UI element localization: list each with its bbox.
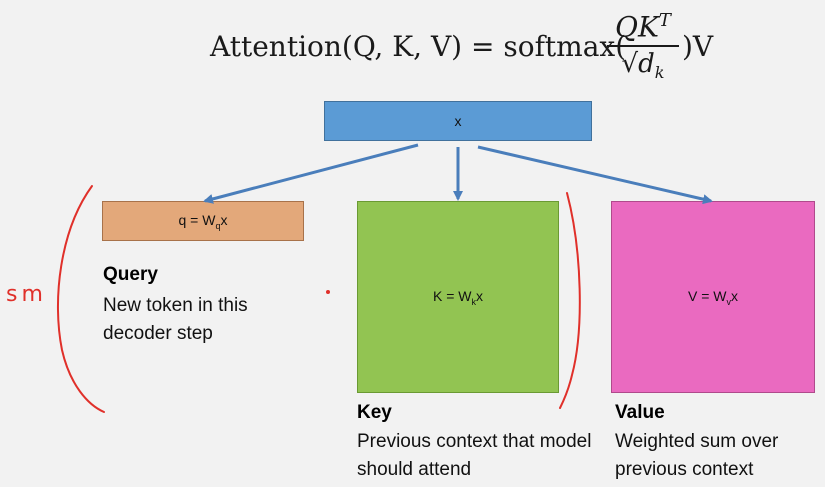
query-box-sub: q (215, 220, 221, 231)
value-box-sub: v (726, 296, 732, 307)
formula-sqrt: √ (621, 49, 639, 80)
value-box: V = Wvx (611, 201, 815, 393)
value-box-rhs: x (731, 287, 738, 304)
key-box-rhs: x (476, 287, 483, 304)
x-box-label: x (454, 113, 462, 129)
query-box: q = Wqx (102, 201, 304, 241)
key-box-lhs: K = W (432, 287, 472, 304)
formula-denominator-sub: k (654, 63, 665, 83)
query-title: Query (103, 264, 158, 285)
formula-rhs: )V (682, 30, 714, 63)
formula-numerator: QKT (607, 10, 679, 43)
formula-lhs: Attention(Q, K, V) = softmax( (210, 30, 627, 63)
key-description: Previous context that model should atten… (357, 431, 592, 480)
arrow-x-to-query (203, 143, 419, 204)
value-title: Value (615, 402, 665, 423)
formula-fraction: QKT √dk (607, 10, 679, 83)
handwritten-left-parenthesis (56, 185, 105, 413)
formula-numerator-sup: T (658, 10, 671, 31)
x-input-box: x (324, 101, 592, 141)
key-title: Key (357, 402, 392, 423)
handwritten-sm-annotation: sm (6, 282, 47, 307)
arrow-x-to-value (477, 145, 713, 205)
query-box-rhs: x (220, 211, 228, 228)
handwritten-dot (326, 290, 330, 294)
key-box-sub: k (471, 296, 477, 307)
formula-fraction-bar (607, 45, 679, 48)
handwritten-right-parenthesis (559, 192, 581, 409)
formula-numerator-base: QK (615, 10, 659, 44)
query-box-label: q = Wqx (179, 212, 228, 231)
query-description: New token in this decoder step (103, 295, 248, 344)
key-box: K = Wkx (357, 201, 559, 393)
value-description: Weighted sum over previous context (615, 431, 779, 480)
value-box-label: V = Wvx (688, 288, 738, 307)
key-box-label: K = Wkx (433, 288, 483, 307)
formula-denominator-base: d (638, 49, 655, 80)
value-box-lhs: V = W (687, 287, 727, 304)
attention-formula: Attention(Q, K, V) = softmax( QKT √dk )V (210, 10, 770, 90)
formula-denominator: √dk (607, 49, 679, 82)
query-box-lhs: q = W (178, 211, 216, 228)
